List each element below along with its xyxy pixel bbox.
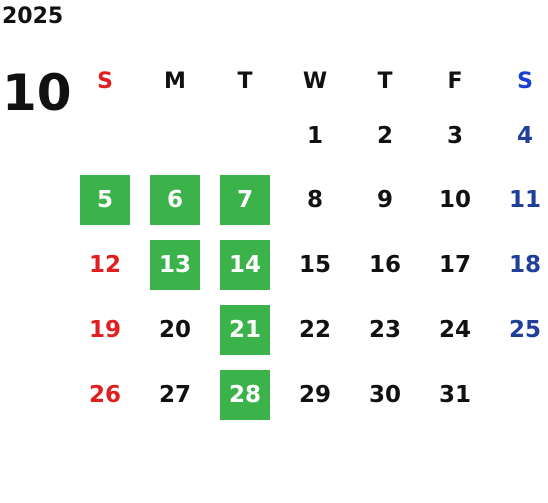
day-9: 9 bbox=[376, 186, 393, 213]
weekday-header-tuesday: T bbox=[237, 68, 253, 94]
day-cell: 15 bbox=[280, 232, 350, 297]
day-cell: 30 bbox=[350, 362, 420, 427]
day-5: 5 bbox=[80, 174, 130, 225]
day-cell: 17 bbox=[420, 232, 490, 297]
month-label: 10 bbox=[2, 64, 72, 122]
day-17: 17 bbox=[438, 251, 471, 278]
day-27: 27 bbox=[158, 381, 191, 408]
day-13: 13 bbox=[150, 239, 200, 290]
day-cell: 8 bbox=[280, 167, 350, 232]
day-23: 23 bbox=[368, 316, 401, 343]
day-cell: 13 bbox=[140, 232, 210, 297]
day-cell: 4 bbox=[490, 105, 548, 167]
weekday-header-monday: M bbox=[164, 68, 186, 94]
day-1: 1 bbox=[306, 123, 323, 149]
day-8: 8 bbox=[306, 186, 323, 213]
day-cell: 3 bbox=[420, 105, 490, 167]
day-25: 25 bbox=[508, 316, 541, 343]
day-12: 12 bbox=[88, 251, 121, 278]
day-30: 30 bbox=[368, 381, 401, 408]
day-cell: 10 bbox=[420, 167, 490, 232]
day-cell: 20 bbox=[140, 297, 210, 362]
day-cell: 7 bbox=[210, 167, 280, 232]
day-16: 16 bbox=[368, 251, 401, 278]
day-cell: 31 bbox=[420, 362, 490, 427]
day-26: 26 bbox=[88, 381, 121, 408]
day-cell: 12 bbox=[70, 232, 140, 297]
weekday-header-wednesday: W bbox=[302, 68, 328, 94]
day-cell: 16 bbox=[350, 232, 420, 297]
day-28: 28 bbox=[220, 369, 270, 420]
day-cell: 19 bbox=[70, 297, 140, 362]
day-cell: 24 bbox=[420, 297, 490, 362]
day-cell: 11 bbox=[490, 167, 548, 232]
weekday-header-thursday: T bbox=[377, 68, 393, 94]
day-cell: 14 bbox=[210, 232, 280, 297]
day-31: 31 bbox=[438, 381, 471, 408]
weekday-header-friday: F bbox=[447, 68, 463, 94]
day-cell: 6 bbox=[140, 167, 210, 232]
day-4: 4 bbox=[516, 123, 533, 149]
calendar-grid: S M T W T F S 1 2 3 4 5 6 7 8 9 10 11 12… bbox=[70, 60, 548, 427]
year-label: 2025 bbox=[2, 4, 64, 29]
day-cell: 5 bbox=[70, 167, 140, 232]
day-11: 11 bbox=[508, 186, 541, 213]
weekday-header-sunday: S bbox=[97, 68, 113, 94]
day-20: 20 bbox=[158, 316, 191, 343]
day-cell: 27 bbox=[140, 362, 210, 427]
day-cell: 18 bbox=[490, 232, 548, 297]
day-cell: 23 bbox=[350, 297, 420, 362]
day-15: 15 bbox=[298, 251, 331, 278]
day-10: 10 bbox=[438, 186, 471, 213]
day-14: 14 bbox=[220, 239, 270, 290]
day-cell bbox=[210, 105, 280, 167]
day-7: 7 bbox=[220, 174, 270, 225]
day-21: 21 bbox=[220, 304, 270, 355]
day-2: 2 bbox=[376, 123, 393, 149]
day-24: 24 bbox=[438, 316, 471, 343]
day-cell bbox=[70, 105, 140, 167]
day-cell: 22 bbox=[280, 297, 350, 362]
day-19: 19 bbox=[88, 316, 121, 343]
day-cell: 29 bbox=[280, 362, 350, 427]
day-cell: 28 bbox=[210, 362, 280, 427]
day-3: 3 bbox=[446, 123, 463, 149]
day-22: 22 bbox=[298, 316, 331, 343]
day-cell: 9 bbox=[350, 167, 420, 232]
day-cell: 21 bbox=[210, 297, 280, 362]
day-cell bbox=[490, 362, 548, 427]
day-cell: 2 bbox=[350, 105, 420, 167]
day-cell: 1 bbox=[280, 105, 350, 167]
day-cell: 25 bbox=[490, 297, 548, 362]
day-18: 18 bbox=[508, 251, 541, 278]
day-cell bbox=[140, 105, 210, 167]
day-6: 6 bbox=[150, 174, 200, 225]
weekday-header-saturday: S bbox=[517, 68, 533, 94]
day-29: 29 bbox=[298, 381, 331, 408]
day-cell: 26 bbox=[70, 362, 140, 427]
